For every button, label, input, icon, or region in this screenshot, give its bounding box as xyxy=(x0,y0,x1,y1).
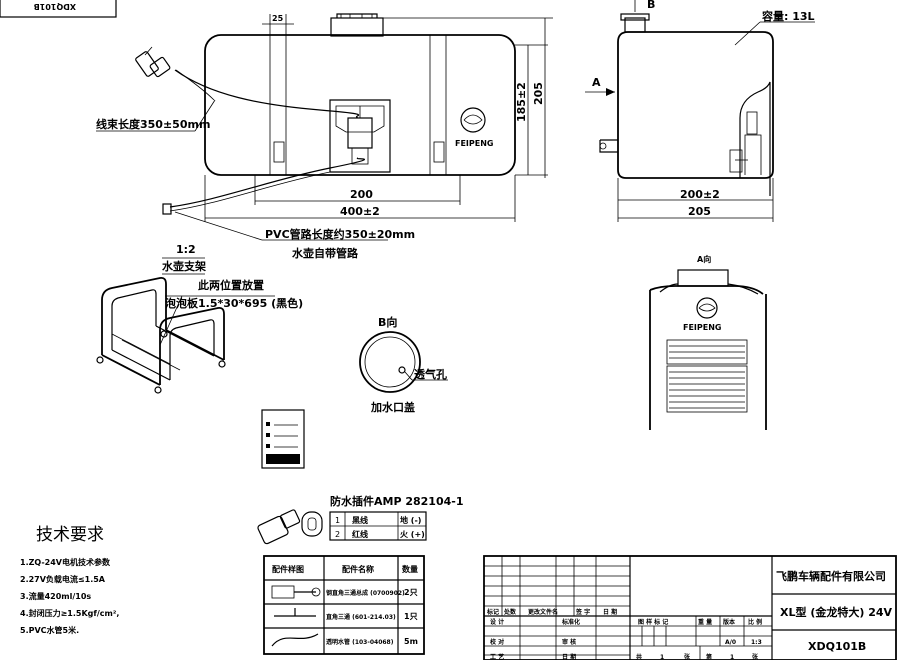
bracket-detail: 1:2 水壶支架 此两位置放置 泡泡板1.5*30*695 (黑色) xyxy=(96,243,303,394)
amp-connector-icon xyxy=(257,509,323,545)
connector-title-text: 防水插件AMP 282104-1 xyxy=(330,494,464,508)
title-block: 标记 处数 更改文件名 签 字 日 期 设 计 标准化 校 对 审 核 工 艺 … xyxy=(483,555,897,661)
tb-sheet-n: 1 xyxy=(730,654,734,660)
parts-header-sample: 配件样图 xyxy=(272,564,304,574)
parts-row1-name: 钢直角三通总成 (0700902) xyxy=(326,589,405,597)
connector-row1-fn: 地 (-) xyxy=(400,515,421,525)
tb-count: 处数 xyxy=(503,608,517,616)
front-brand-text: FEIPENG xyxy=(455,139,494,148)
tech-item-1: 1.ZQ-24V电机技术参数 xyxy=(20,557,111,567)
parts-row3-qty: 5m xyxy=(404,637,418,646)
side-dim-inner-text: 200±2 xyxy=(680,188,720,201)
b-view-detail: B向 透气孔 加水口盖 xyxy=(359,315,448,414)
tb-ratio-header: 比 例 xyxy=(748,618,762,626)
view-b-marker-text: B xyxy=(647,0,655,11)
parts-row2-name: 直角三通 (601-214.03) xyxy=(326,613,396,621)
tb-standard: 标准化 xyxy=(561,618,580,626)
side-view: B 容量: 13L A 200±2 205 xyxy=(585,0,815,222)
pvc-note-text: 水壶自带管路 xyxy=(292,246,359,260)
parts-table: 配件样图 配件名称 数量 钢直角三通总成 (0700902) 2只 直角三通 (… xyxy=(263,555,425,655)
a-view-detail: A向 FEIPENG xyxy=(649,254,767,430)
tb-version-header: 版本 xyxy=(722,618,736,626)
bracket-note1-text: 此两位置放置 xyxy=(198,278,264,292)
parts-row3-name: 透明水管 (103-04068) xyxy=(326,638,394,646)
tb-review: 审 核 xyxy=(562,638,576,646)
tb-process: 工 艺 xyxy=(490,653,504,660)
view-a-marker-text: A xyxy=(592,76,601,89)
harness-connector-icon xyxy=(135,46,171,78)
tech-item-2: 2.27V负载电流≤1.5A xyxy=(20,574,106,584)
connector-row1-no: 1 xyxy=(335,516,340,525)
tb-weight-header: 重 量 xyxy=(698,618,712,626)
tb-sheet: 第 xyxy=(705,653,712,660)
tb-mark: 标记 xyxy=(486,608,499,616)
dim-width-outer-text: 400±2 xyxy=(340,205,380,218)
tb-product: XL型 (金龙特大) 24V xyxy=(780,605,893,619)
bracket-title-text: 水壶支架 xyxy=(162,259,206,273)
cap-label-text: 加水口盖 xyxy=(370,400,415,414)
parts-row2-qty: 1只 xyxy=(404,612,418,621)
connector-row2-no: 2 xyxy=(335,530,340,539)
connector-row1-wire: 黑线 xyxy=(352,515,368,525)
tb-approve: 日 期 xyxy=(562,653,576,660)
capacity-text: 容量: 13L xyxy=(761,9,815,23)
b-view-title-text: B向 xyxy=(378,315,397,329)
a-view-title-text: A向 xyxy=(697,254,711,264)
harness-label-text: 线束长度350±50mm xyxy=(96,117,210,131)
tb-change: 更改文件名 xyxy=(528,608,558,616)
front-view: FEIPENG 25 185±2 205 200 xyxy=(96,13,553,260)
parts-row1-qty: 2只 xyxy=(404,588,418,597)
tb-check: 校 对 xyxy=(490,638,504,646)
tb-total-n: 1 xyxy=(660,654,664,660)
tb-company: 飞鹏车辆配件有限公司 xyxy=(776,569,886,583)
tb-stage-header: 图 样 标 记 xyxy=(638,618,668,626)
tb-sheet-word-2: 张 xyxy=(752,653,759,660)
vent-label-text: 透气孔 xyxy=(414,367,447,381)
tech-item-5: 5.PVC水管5米. xyxy=(20,625,79,635)
dim-height-inner-text: 185±2 xyxy=(515,82,528,122)
drawing-code-box: XDQ101B xyxy=(0,0,117,18)
tb-date: 日 期 xyxy=(603,608,617,616)
tb-code: XDQ101B xyxy=(808,640,866,653)
parts-header-name: 配件名称 xyxy=(342,564,374,574)
tech-item-3: 3.流量420ml/10s xyxy=(20,591,91,601)
tb-ratio: 1:3 xyxy=(751,639,762,646)
tb-design: 设 计 xyxy=(490,618,504,626)
tech-requirements: 技术要求 1.ZQ-24V电机技术参数 2.27V负载电流≤1.5A 3.流量4… xyxy=(20,525,119,635)
bracket-note2-text: 泡泡板1.5*30*695 (黑色) xyxy=(165,296,303,310)
connector-row2-wire: 红线 xyxy=(352,529,368,539)
right-angle-tee-icon xyxy=(274,608,316,617)
a-view-brand-text: FEIPENG xyxy=(683,323,722,332)
clear-hose-icon xyxy=(271,633,319,647)
dim-width-inner-text: 200 xyxy=(350,188,373,201)
connector-detail: 防水插件AMP 282104-1 1 黑线 地 (-) 2 红线 火 (+) xyxy=(257,494,464,545)
pvc-label-text: PVC管路长度约350±20mm xyxy=(265,227,415,241)
tb-sign: 签 字 xyxy=(575,608,590,616)
bracket-scale-text: 1:2 xyxy=(176,243,196,256)
label-card xyxy=(261,409,305,469)
side-dim-outer-text: 205 xyxy=(688,205,711,218)
tee-assembly-icon xyxy=(271,585,321,599)
dim-height-outer-text: 205 xyxy=(532,82,545,105)
tb-total: 共 xyxy=(636,653,642,660)
tb-version: A/0 xyxy=(725,639,736,646)
tb-sheet-word-1: 张 xyxy=(684,653,691,660)
dim-top-text: 25 xyxy=(272,14,284,23)
tech-item-4: 4.封闭压力≥1.5Kgf/cm², xyxy=(20,608,119,618)
connector-row2-fn: 火 (+) xyxy=(400,530,425,539)
parts-header-qty: 数量 xyxy=(402,564,418,574)
drawing-code-text: XDQ101B xyxy=(34,2,76,11)
tech-title-text: 技术要求 xyxy=(36,525,104,545)
